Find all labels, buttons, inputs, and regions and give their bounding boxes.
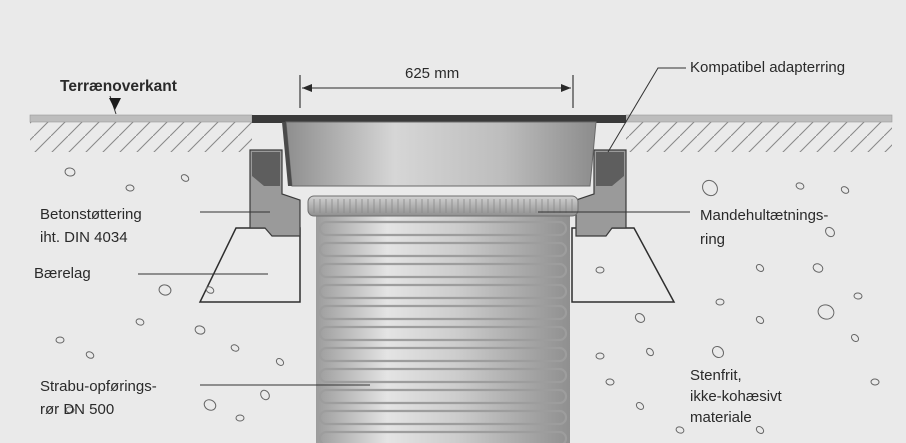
ground-level-marker-icon (109, 98, 121, 110)
support-ring-label-line1: Betonstøttering (40, 206, 142, 223)
pipe-label-line1: Strabu-opførings- (40, 378, 157, 395)
support-ring-label-line2: iht. DIN 4034 (40, 229, 128, 246)
pipe-label-line2: rør DN 500 (40, 401, 115, 418)
soil-label-line1: Stenfrit, (690, 367, 742, 384)
adapter-ring-label: Kompatibel adapterring (690, 59, 846, 76)
seal-ring-label-line2: ring (700, 231, 726, 248)
seal-ring-label-line1: Mandehultætnings- (700, 207, 829, 224)
seal-ring-shape (307, 195, 579, 217)
leader-lines (109, 67, 690, 386)
dimension-label: 625 mm (405, 65, 460, 82)
corrugated-pipe-shape (316, 212, 570, 443)
topsoil-hatching (30, 122, 892, 152)
ground-level-label: Terrænoverkant (60, 78, 177, 95)
soil-label-line3: materiale (690, 409, 752, 426)
soil-label-line2: ikke-kohæsivt (690, 388, 782, 405)
pebbles (55, 167, 880, 434)
adapter-ring-shape (252, 115, 626, 187)
concrete-support-ring-shape (249, 149, 627, 237)
bearing-layer-label: Bærelag (34, 265, 91, 282)
dimension-line (299, 75, 574, 108)
